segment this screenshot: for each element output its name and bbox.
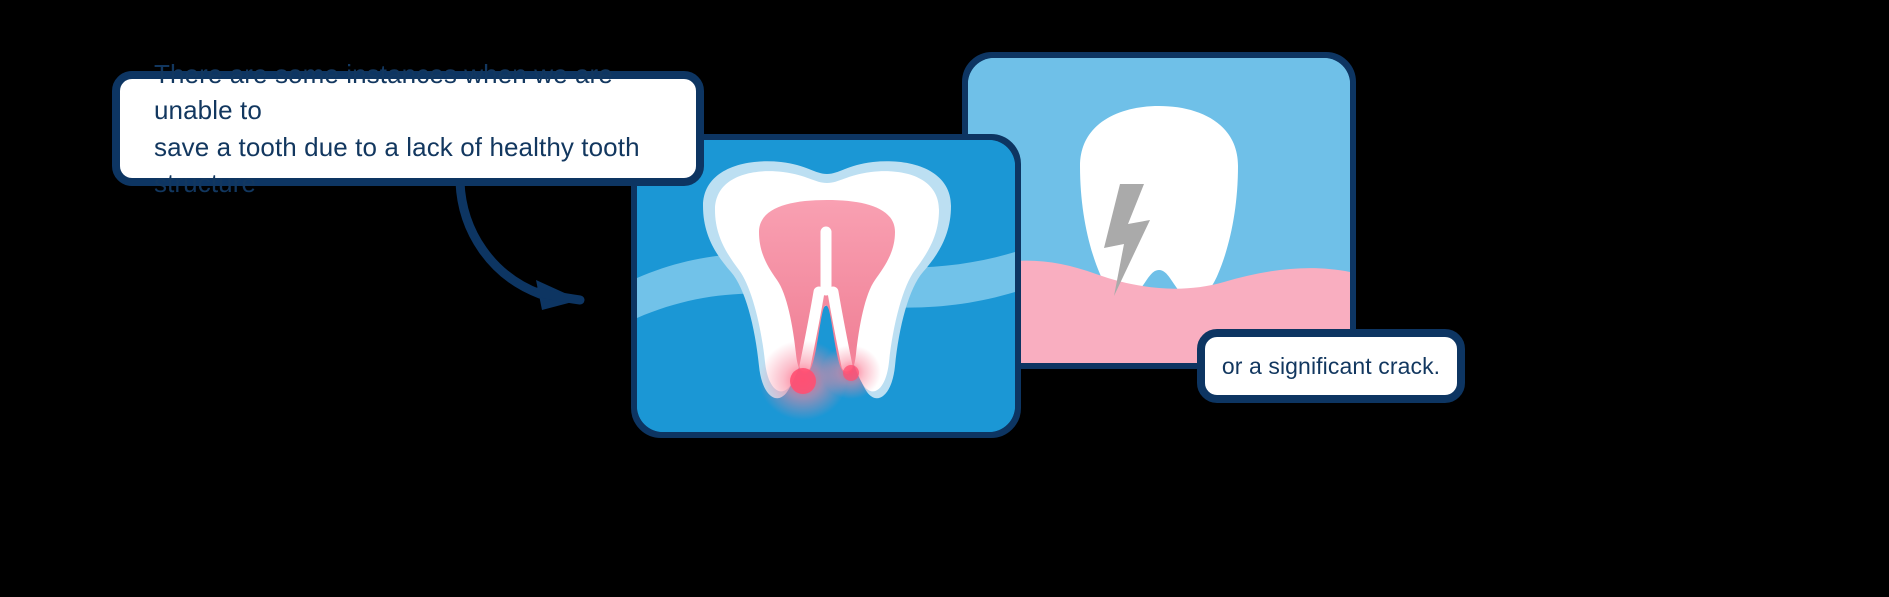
cracked-tooth-illustration: [968, 58, 1350, 363]
crack-callout-text: or a significant crack.: [1221, 352, 1441, 379]
main-callout[interactable]: There are some instances when we are una…: [112, 59, 704, 198]
tooth-root-infection-illustration: [637, 140, 1015, 432]
main-callout-text: There are some instances when we are una…: [154, 58, 640, 198]
curved-arrow: [400, 160, 660, 350]
crack-callout[interactable]: or a significant crack.: [1197, 329, 1465, 403]
tooth-root-card: [637, 140, 1015, 432]
cracked-tooth-card: [968, 58, 1350, 363]
